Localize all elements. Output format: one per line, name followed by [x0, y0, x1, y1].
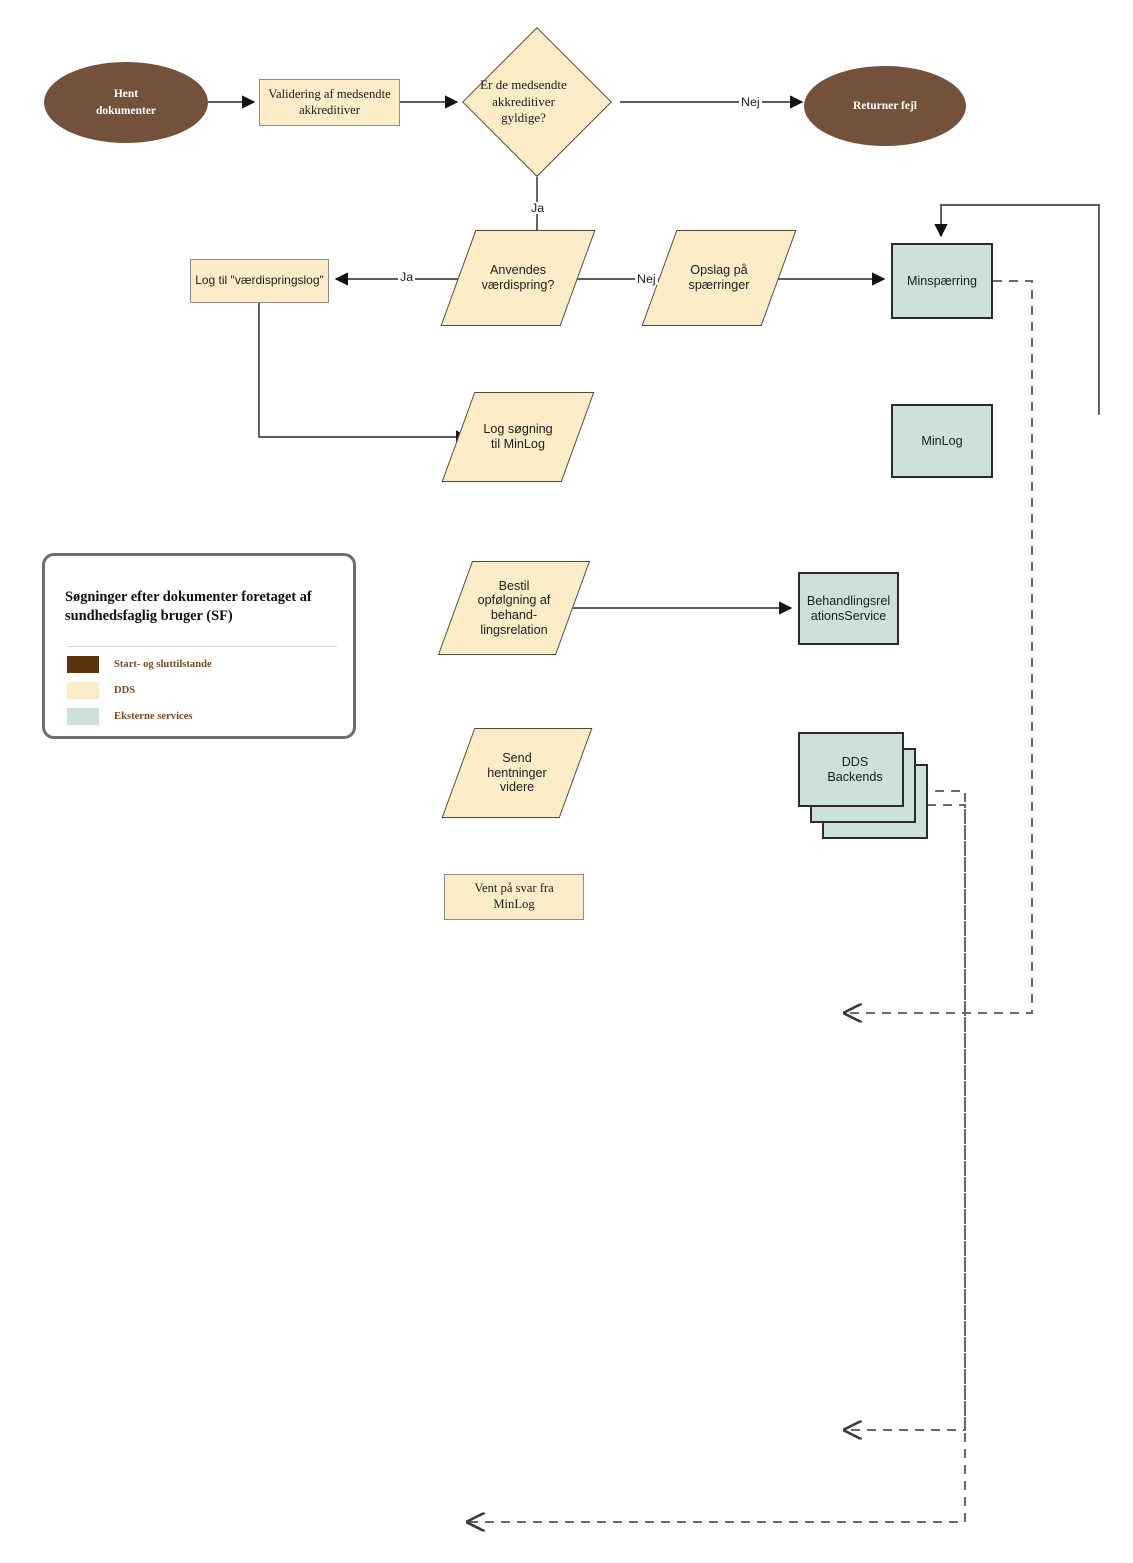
legend-title: Søgninger efter dokumenter foretaget af …: [65, 589, 312, 625]
legend-panel: Søgninger efter dokumenter foretaget af …: [42, 553, 356, 739]
legend-swatch-terminator: [67, 656, 99, 673]
legend-item-dds: DDS: [67, 682, 135, 699]
edge-label-nej-vaerdispring: Nej: [635, 272, 658, 286]
node-log-vaerdispringslog[interactable]: Log til "værdispringslog": [190, 259, 329, 303]
node-returner-fejl[interactable]: Returner fejl: [804, 66, 966, 146]
legend-swatch-dds: [67, 682, 99, 699]
node-label: Returner fejl: [853, 99, 917, 112]
node-minlog[interactable]: MinLog: [891, 404, 993, 478]
edge-ddsbackends-response-upper: [845, 803, 967, 1430]
legend-item-start-slut: Start- og sluttilstande: [67, 656, 212, 673]
legend-label: Eksterne services: [114, 711, 193, 722]
node-minspaerring[interactable]: Minspærring: [891, 243, 993, 319]
node-label: Minspærring: [907, 273, 977, 288]
legend-label: Start- og sluttilstande: [114, 659, 212, 670]
legend-swatch-external: [67, 708, 99, 725]
node-label: Log til "værdispringslog": [195, 273, 324, 288]
node-label: MinLog: [921, 433, 963, 448]
edge-minspaerring-response: [845, 279, 1034, 1013]
legend-label: DDS: [114, 685, 136, 696]
edge-label-nej-gyldige: Nej: [739, 95, 762, 109]
edge-label-ja-vaerdispring: Ja: [398, 270, 416, 284]
stack-sheet-front: [798, 732, 904, 807]
edge-label-ja-gyldige: Ja: [529, 201, 547, 215]
legend-divider: [67, 646, 337, 647]
legend-item-eksterne-services: Eksterne services: [67, 708, 193, 725]
edge-log-to-logsoegning: [258, 303, 470, 444]
